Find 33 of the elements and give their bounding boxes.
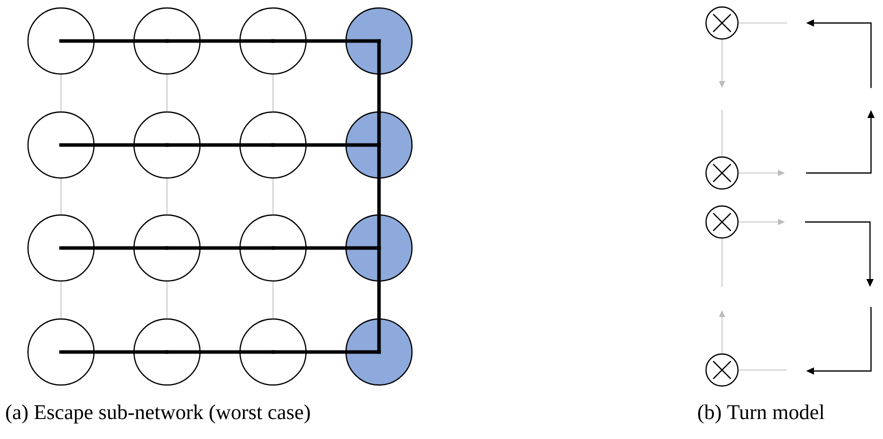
- link-line: [166, 281, 168, 319]
- link-line: [272, 178, 274, 215]
- router-circle: [133, 111, 201, 179]
- router-circle: [27, 318, 95, 386]
- router-circle: [239, 7, 307, 75]
- link-line: [60, 74, 62, 112]
- router-circle: [133, 318, 201, 386]
- crossed-circle: [705, 6, 739, 40]
- crossed-circle: [705, 205, 739, 239]
- link-line: [272, 74, 274, 112]
- router-circle: [239, 111, 307, 179]
- caption: (b) Turn model: [698, 404, 824, 424]
- router-circle: [239, 214, 307, 282]
- crossed-circle: [705, 156, 739, 190]
- link-line: [166, 74, 168, 112]
- router-circle: [27, 214, 95, 282]
- link-line: [60, 178, 62, 215]
- router-circle: [345, 111, 413, 179]
- router-circle: [27, 111, 95, 179]
- router-circle: [27, 7, 95, 75]
- caption: (a) Escape sub-network (worst case): [6, 404, 310, 424]
- router-circle: [133, 7, 201, 75]
- router-circle: [133, 214, 201, 282]
- router-circle: [345, 7, 413, 75]
- route-line: [377, 246, 381, 354]
- link-line: [738, 22, 788, 24]
- router-circle: [345, 214, 413, 282]
- crossed-circle: [705, 353, 739, 387]
- router-circle: [239, 318, 307, 386]
- link-line: [166, 178, 168, 215]
- link-line: [60, 281, 62, 319]
- router-circle: [345, 318, 413, 386]
- link-line: [272, 281, 274, 319]
